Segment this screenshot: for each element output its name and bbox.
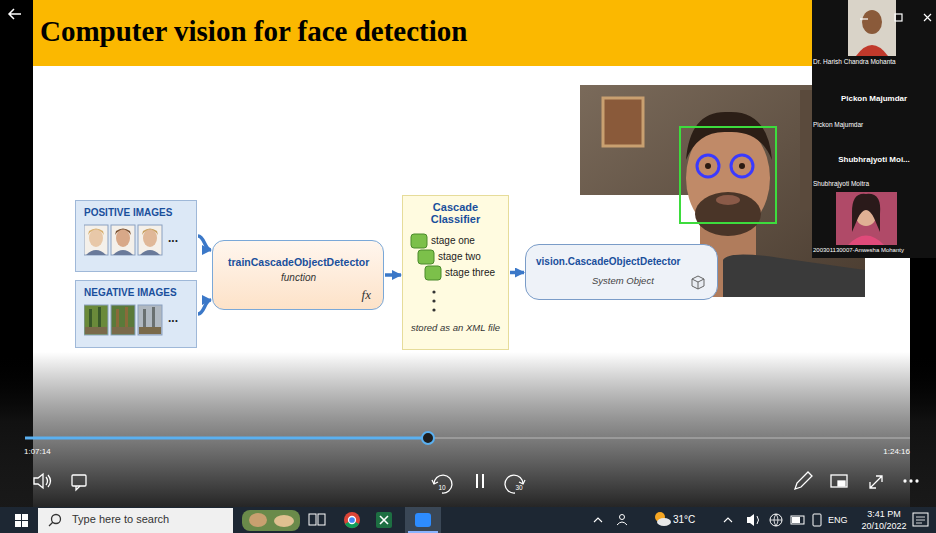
skip-seconds: 10 bbox=[436, 484, 448, 491]
participant-name: Shubhrajyoti Moitra bbox=[813, 180, 869, 187]
flow-arrow bbox=[198, 236, 211, 250]
function-name: trainCascadeObjectDetector bbox=[228, 256, 369, 268]
participant-name: Dr. Harish Chandra Mohanta bbox=[813, 58, 896, 65]
language-text: ENG bbox=[828, 515, 848, 525]
total-time: 1:24:16 bbox=[872, 447, 910, 456]
ellipsis-text: ... bbox=[168, 311, 178, 325]
object-name: vision.CascadeObjectDetector bbox=[536, 256, 681, 267]
object-caption: System Object bbox=[592, 275, 654, 286]
panel-caption: stored as an XML file bbox=[407, 322, 504, 333]
participant-name: 200301130007-Anwesha Mohanty bbox=[813, 247, 904, 253]
flow-arrow bbox=[385, 273, 401, 277]
search-placeholder: Type here to search bbox=[72, 513, 169, 525]
weather-text: 31°C bbox=[673, 514, 695, 525]
function-caption: function bbox=[281, 272, 316, 283]
thumbnail-images bbox=[84, 303, 164, 337]
image-set-box: POSITIVE IMAGES... bbox=[75, 200, 197, 272]
participant-name: Pickon Majumdar bbox=[812, 94, 936, 103]
slide-title: Computer vision for face detection bbox=[40, 15, 467, 48]
progress-bar bbox=[25, 432, 910, 444]
thumbnail-images bbox=[84, 223, 164, 257]
box-heading: NEGATIVE IMAGES bbox=[84, 287, 177, 298]
elapsed-time: 1:07:14 bbox=[24, 447, 51, 456]
image-set-box: NEGATIVE IMAGES... bbox=[75, 280, 197, 348]
participant-name: Shubhrajyoti Moi... bbox=[812, 155, 936, 164]
skip-seconds: 30 bbox=[513, 484, 525, 491]
system-object-box: vision.CascadeObjectDetectorSystem Objec… bbox=[525, 244, 718, 300]
flow-arrow bbox=[510, 271, 524, 275]
function-box: trainCascadeObjectDetector function fx bbox=[212, 240, 384, 310]
clock-date: 20/10/2022 bbox=[856, 521, 912, 531]
panel-heading: Cascade Classifier bbox=[408, 201, 503, 225]
clock-time: 3:41 PM bbox=[860, 509, 908, 519]
participant-name: Pickon Majumdar bbox=[813, 121, 863, 128]
player-shade bbox=[0, 352, 936, 507]
flow-arrow bbox=[198, 300, 211, 314]
cube-icon bbox=[689, 273, 707, 291]
box-heading: POSITIVE IMAGES bbox=[84, 207, 172, 218]
stage-text: stage one bbox=[431, 235, 475, 246]
title-bar bbox=[33, 0, 812, 66]
back-arrow bbox=[9, 9, 21, 19]
stage-text: stage two bbox=[438, 251, 481, 262]
participants-panel bbox=[812, 0, 936, 258]
stage-text: stage three bbox=[445, 267, 495, 278]
player-controls bbox=[34, 472, 918, 493]
taskbar bbox=[0, 507, 936, 533]
fx-symbol: fx bbox=[362, 287, 371, 303]
classifier-panel: Cascade Classifier stage one stage two stag… bbox=[402, 195, 509, 350]
ellipsis-text: ... bbox=[168, 231, 178, 245]
